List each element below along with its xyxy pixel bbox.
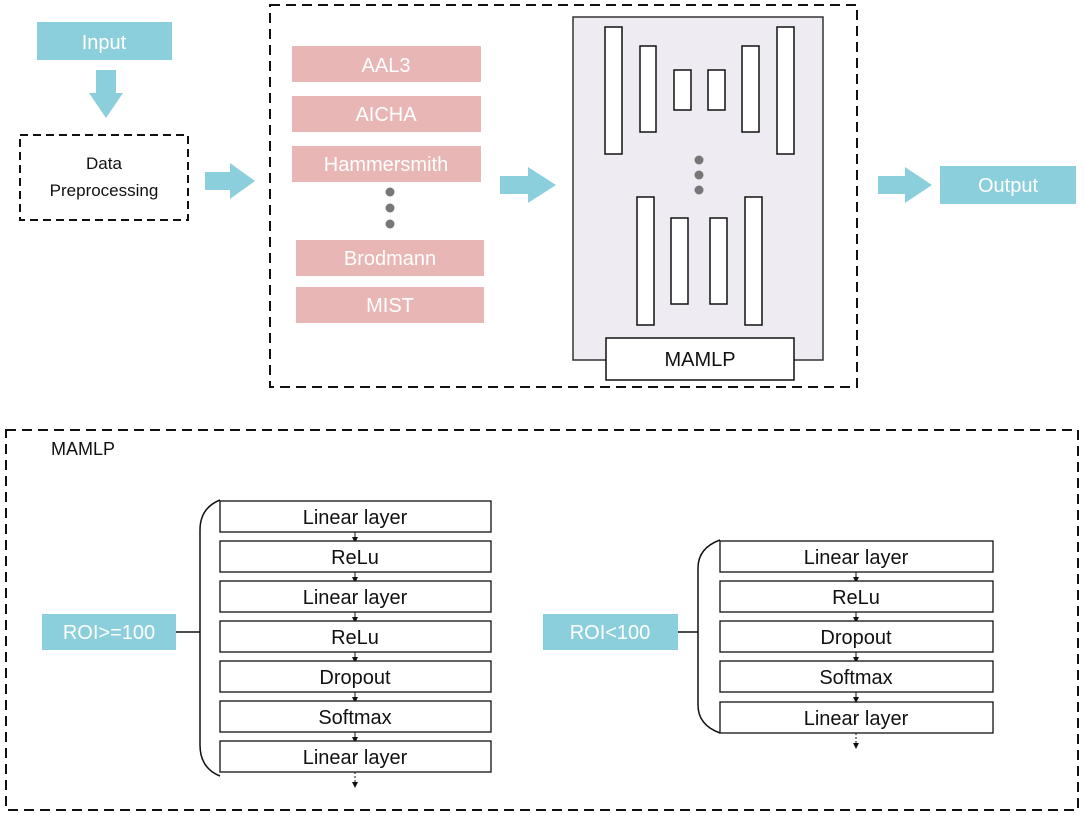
atlas-label: AAL3 (362, 55, 411, 77)
atlas-box-aicha (292, 96, 481, 132)
mamlp-label-box (605, 337, 795, 381)
layer-stack-right: Linear layer ReLu Dropout Softmax Linear… (719, 540, 994, 749)
layer-label: Dropout (820, 627, 892, 649)
ellipsis-dot (385, 203, 395, 213)
layer-label: Linear layer (303, 507, 408, 529)
neuron-layer-bar (707, 69, 726, 111)
mamlp-detail-container (5, 429, 1079, 811)
layer-box (219, 660, 492, 693)
brace-left (199, 499, 221, 777)
atlas-box-aal3 (292, 46, 481, 82)
atlas-label: MIST (366, 295, 414, 317)
output-box (940, 166, 1076, 204)
condition-box-right (543, 614, 678, 650)
layer-stack-left: Linear layer ReLu Linear layer ReLu Drop… (219, 500, 492, 788)
layer-label: Linear layer (303, 587, 408, 609)
ellipsis-dot (385, 219, 395, 229)
neuron-layer-bar (741, 45, 760, 133)
ellipsis-dot (694, 185, 704, 195)
layer-label: Softmax (819, 667, 892, 689)
mamlp-label: MAMLP (664, 349, 735, 371)
layer-box (219, 620, 492, 653)
layer-label: Linear layer (804, 708, 909, 730)
input-box (37, 22, 172, 60)
neuron-layer-bar (670, 217, 689, 305)
network-panel: MAMLP (572, 16, 824, 381)
atlas-label: Hammersmith (324, 154, 448, 176)
condition-label-left: ROI>=100 (63, 622, 155, 644)
right-arrow-icon (878, 167, 932, 203)
condition-label-right: ROI<100 (570, 622, 651, 644)
layer-box (719, 580, 994, 613)
neuron-layer-bar (636, 196, 655, 326)
atlas-label: AICHA (355, 104, 417, 126)
condition-box-left (42, 614, 176, 650)
layer-box (219, 500, 492, 533)
right-arrow-icon (500, 167, 556, 203)
layer-box (719, 660, 994, 693)
preprocessing-label-line1: Data (86, 154, 122, 173)
layer-box (219, 700, 492, 733)
neuron-layer-bar (709, 217, 728, 305)
neuron-layer-bar (744, 196, 763, 326)
ellipsis-dot (694, 170, 704, 180)
ellipsis-dot (385, 187, 395, 197)
layer-box (719, 701, 994, 734)
atlas-model-container (269, 4, 858, 388)
layer-label: ReLu (331, 547, 379, 569)
layer-label: ReLu (331, 627, 379, 649)
neuron-layer-bar (604, 26, 623, 155)
output-label: Output (978, 175, 1038, 197)
atlas-list: AAL3 AICHA Hammersmith Brodmann MIST (292, 46, 484, 323)
layer-box (719, 620, 994, 653)
layer-label: ReLu (832, 587, 880, 609)
preprocessing-label-line2: Preprocessing (50, 181, 159, 200)
layer-label: Linear layer (303, 747, 408, 769)
neuron-layer-bar (776, 26, 795, 155)
neuron-layer-bar (639, 45, 657, 133)
layer-box (219, 740, 492, 773)
layer-label: Softmax (318, 707, 391, 729)
atlas-label: Brodmann (344, 248, 436, 270)
atlas-box-brodmann (296, 240, 484, 276)
layer-label: Dropout (319, 667, 391, 689)
brace-right (697, 539, 721, 734)
neuron-layer-bar (673, 69, 692, 111)
right-arrow-icon (205, 163, 255, 199)
layer-box (719, 540, 994, 573)
input-label: Input (82, 32, 127, 54)
layer-label: Linear layer (804, 547, 909, 569)
atlas-box-hammersmith (292, 146, 481, 182)
atlas-box-mist (296, 287, 484, 323)
down-arrow-icon (89, 70, 123, 118)
ellipsis-dot (694, 155, 704, 165)
preprocessing-box (19, 134, 189, 221)
mamlp-detail-title: MAMLP (51, 439, 115, 459)
